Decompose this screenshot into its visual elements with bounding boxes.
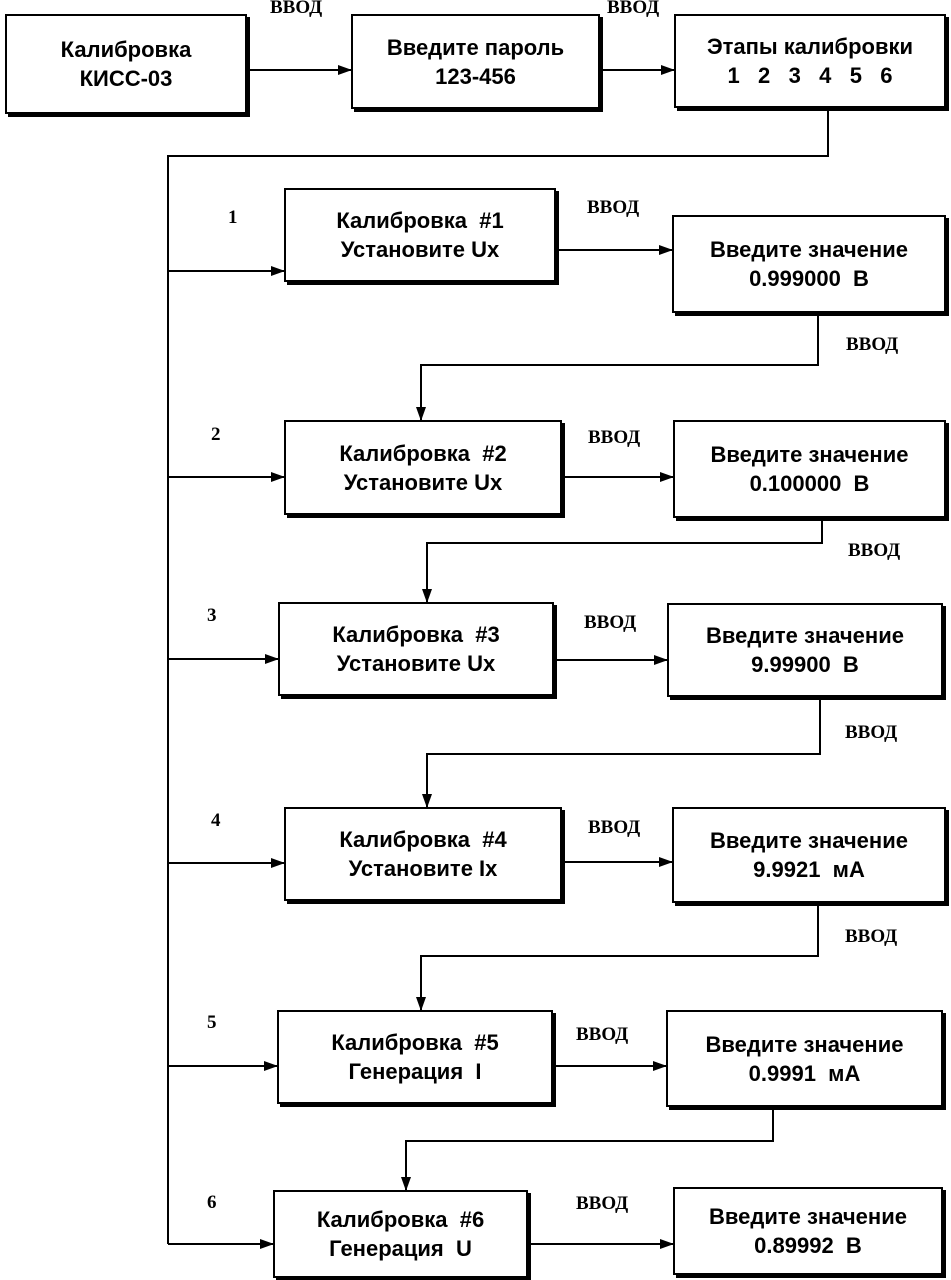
start-box-line2: КИСС-03 (79, 66, 173, 91)
stages-to-bus-line (167, 108, 829, 1244)
value-value-2: 0.100000 В (749, 471, 870, 496)
enter-label-right-3: ВВОД (584, 612, 637, 633)
enter-label-down-4: ВВОД (845, 926, 898, 947)
enter-label-down-3: ВВОД (845, 722, 898, 743)
value-box-4: Введите значение 9.9921 мА (672, 807, 946, 903)
calibration-action-4: Установите Ix (348, 856, 498, 881)
calibration-title-2: Калибровка #2 (339, 440, 507, 466)
start-box-line1: Калибровка (60, 37, 192, 62)
value-box-1: Введите значение 0.999000 В (672, 215, 946, 313)
calibration-box-5: Калибровка #5 Генерация I (277, 1010, 553, 1104)
value-value-3: 9.99900 В (751, 652, 859, 677)
value-prompt-5: Введите значение (705, 1031, 904, 1057)
enter-label-top-2: ВВОД (607, 0, 660, 18)
password-box-line2: 123-456 (435, 63, 516, 89)
calibration-action-3: Установите Ux (336, 651, 496, 676)
stages-box-line1: Этапы калибровки (706, 34, 914, 59)
value-box-2: Введите значение 0.100000 В (673, 420, 946, 518)
calibration-box-6: Калибровка #6 Генерация U (273, 1190, 528, 1278)
enter-label-down-1: ВВОД (846, 334, 899, 355)
calibration-box-1: Калибровка #1 Установите Ux (284, 188, 556, 282)
calibration-title-4: Калибровка #4 (339, 827, 507, 852)
value-box-6: Введите значение 0.89992 В (673, 1187, 943, 1275)
arrow-value5-to-cal6 (401, 1107, 774, 1191)
step-number-5: 5 (207, 1012, 217, 1033)
arrow-value1-to-cal2 (416, 313, 819, 421)
step-number-2: 2 (211, 424, 221, 445)
start-box: Калибровка КИСС-03 (5, 14, 247, 114)
password-box-line1: Введите пароль (386, 34, 565, 60)
calibration-box-3: Калибровка #3 Установите Ux (278, 602, 554, 696)
stages-box: Этапы калибровки 1 2 3 4 5 6 (674, 14, 946, 108)
calibration-box-4: Калибровка #4 Установите Ix (284, 807, 562, 901)
step-number-4: 4 (211, 810, 221, 831)
calibration-action-6: Генерация U (329, 1236, 472, 1261)
enter-label-down-2: ВВОД (848, 540, 901, 561)
value-value-6: 0.89992 В (754, 1233, 862, 1258)
stages-box-line2: 1 2 3 4 5 6 (727, 63, 893, 88)
arrow-value2-to-cal3 (422, 518, 823, 603)
value-box-3: Введите значение 9.99900 В (667, 603, 943, 697)
calibration-title-3: Калибровка #3 (332, 622, 500, 647)
calibration-action-1: Установите Ux (340, 237, 500, 262)
step-number-6: 6 (207, 1192, 217, 1213)
calibration-action-2: Установите Ux (343, 469, 503, 495)
arrow-value3-to-cal4 (422, 697, 821, 808)
value-prompt-3: Введите значение (706, 623, 904, 648)
enter-label-right-2: ВВОД (588, 427, 641, 448)
enter-label-right-5: ВВОД (576, 1024, 629, 1045)
enter-label-right-4: ВВОД (588, 817, 641, 838)
calibration-title-1: Калибровка #1 (336, 208, 504, 233)
value-prompt-1: Введите значение (710, 237, 908, 262)
value-prompt-2: Введите значение (710, 442, 909, 467)
value-box-5: Введите значение 0.9991 мА (666, 1010, 943, 1107)
step-number-1: 1 (228, 207, 238, 228)
value-value-5: 0.9991 мА (748, 1060, 861, 1086)
arrow-value4-to-cal5 (416, 903, 819, 1011)
value-value-1: 0.999000 В (749, 266, 869, 291)
enter-label-right-6: ВВОД (576, 1193, 629, 1214)
calibration-title-6: Калибровка #6 (316, 1207, 485, 1232)
step-number-3: 3 (207, 605, 217, 626)
calibration-action-5: Генерация I (348, 1059, 482, 1084)
value-prompt-4: Введите значение (710, 828, 908, 853)
calibration-box-2: Калибровка #2 Установите Ux (284, 420, 562, 515)
enter-label-top-1: ВВОД (270, 0, 323, 18)
value-value-4: 9.9921 мА (753, 857, 865, 882)
calibration-title-5: Калибровка #5 (331, 1030, 499, 1055)
password-box: Введите пароль 123-456 (351, 14, 600, 109)
value-prompt-6: Введите значение (709, 1204, 907, 1229)
enter-label-right-1: ВВОД (587, 197, 640, 218)
